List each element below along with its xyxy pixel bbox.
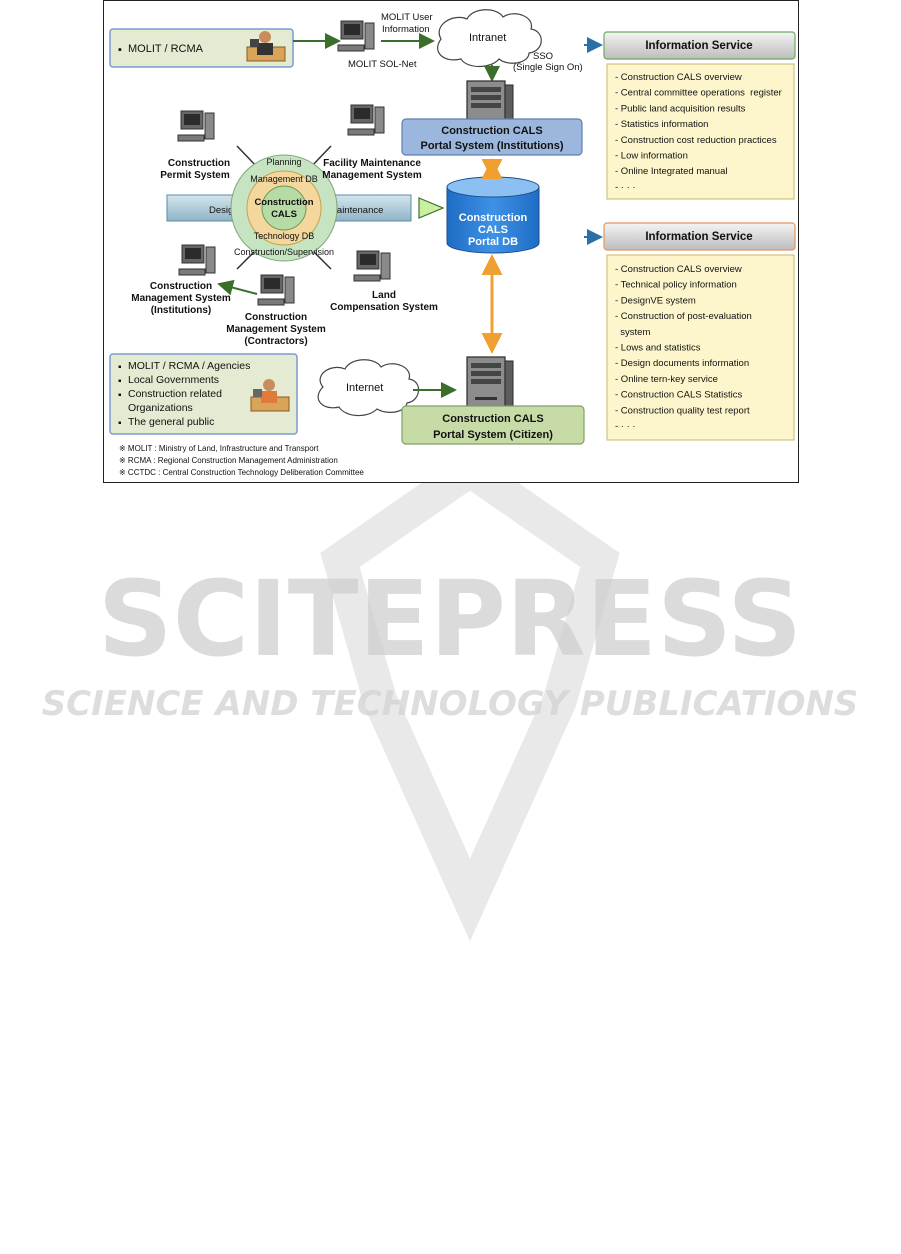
- svg-text:▪: ▪: [118, 44, 122, 56]
- portal-inst-line1: Construction CALS: [441, 125, 542, 137]
- land-line2: Compensation System: [330, 302, 438, 313]
- land-line1: Land: [372, 290, 396, 301]
- planning-label: Planning: [266, 157, 301, 167]
- sso-line2: (Single Sign On): [513, 62, 583, 73]
- watermark-subtitle: SCIENCE AND TECHNOLOGY PUBLICATIONS: [42, 684, 859, 724]
- user-at-desk-icon: [250, 379, 290, 412]
- wheel-center-line2: CALS: [271, 209, 297, 220]
- info2-item: - Construction CALS overview: [615, 264, 742, 275]
- maintenance-label: Maintenance: [329, 205, 383, 216]
- footnote-rcma: ※ RCMA : Regional Construction Managemen…: [119, 456, 338, 465]
- sol-net-label: MOLIT SOL-Net: [348, 59, 417, 70]
- user-info-line2: Information: [382, 24, 430, 35]
- sol-net-computer-icon: [337, 20, 375, 52]
- footnotes: ※ MOLIT : Ministry of Land, Infrastructu…: [119, 444, 364, 477]
- info1-item: - · · ·: [615, 182, 636, 193]
- construction-label: Construction/Supervision: [234, 247, 334, 257]
- cms-contr-computer-icon: [257, 274, 295, 306]
- info2-item: - Construction quality test report: [615, 405, 750, 416]
- db-line1: Construction: [459, 212, 528, 224]
- cms-inst-computer-icon: [178, 244, 216, 276]
- portal-db-cylinder: Construction CALS Portal DB: [446, 176, 540, 254]
- info2-item: - Design documents information: [615, 358, 749, 369]
- info2-item: - Construction of post-evaluation: [615, 311, 752, 322]
- facility-line2: Management System: [322, 170, 422, 181]
- portal-citizen-line1: Construction CALS: [442, 413, 543, 425]
- land-computer-icon: [353, 250, 391, 282]
- info1-item: - Construction CALS overview: [615, 72, 742, 83]
- molit-rcma-label: MOLIT / RCMA: [128, 43, 204, 55]
- info2-list: - Construction CALS overview - Technical …: [615, 264, 752, 432]
- cms-inst-line2: Management System: [131, 293, 231, 304]
- info1-item: - Low information: [615, 151, 688, 162]
- orgs-list: ▪ MOLIT / RCMA / Agencies ▪ Local Governmen…: [118, 360, 250, 429]
- info1-item: - Central committee operations register: [615, 88, 782, 99]
- footnote-molit: ※ MOLIT : Ministry of Land, Infrastructu…: [119, 444, 319, 453]
- info1-item: - Construction cost reduction practices: [615, 135, 777, 146]
- org-item: Organizations: [128, 402, 193, 414]
- facility-line1: Facility Maintenance: [323, 158, 421, 169]
- org-item: MOLIT / RCMA / Agencies: [128, 360, 250, 372]
- contractor-to-inst-arrow: [217, 279, 258, 296]
- watermark-emblem: [320, 449, 620, 942]
- intranet-label: Intranet: [469, 32, 506, 44]
- info1-list: - Construction CALS overview - Central co…: [615, 72, 782, 193]
- cms-contr-line2: Management System: [226, 324, 326, 335]
- facility-computer-icon: [347, 104, 385, 136]
- permit-line2: Permit System: [160, 170, 230, 181]
- cms-inst-line3: (Institutions): [151, 305, 212, 316]
- wheel-center-line1: Construction: [254, 197, 313, 208]
- info2-title: Information Service: [645, 231, 752, 243]
- play-triangle-icon: [418, 197, 445, 219]
- org-item: Local Governments: [128, 374, 219, 386]
- architecture-diagram: ▪ MOLIT / RCMA MOLIT SOL-Net MOLIT User …: [109, 9, 796, 477]
- info1-item: - Online Integrated manual: [615, 166, 727, 177]
- portal-institutions-box: Construction CALS Portal System (Institu…: [401, 118, 583, 156]
- officer-icon: [246, 31, 286, 62]
- permit-line1: Construction: [168, 158, 230, 169]
- intranet-cloud: Intranet: [437, 9, 542, 68]
- info2-item: - Lows and statistics: [615, 343, 701, 354]
- info1-item: - Public land acquisition results: [615, 103, 746, 114]
- org-item: The general public: [128, 416, 214, 428]
- info2-item: - Technical policy information: [615, 280, 737, 291]
- info2-item: - · · ·: [615, 421, 636, 432]
- info2-item: - DesignVE system: [615, 295, 696, 306]
- info2-item: - Construction CALS Statistics: [615, 390, 742, 401]
- cms-contr-line3: (Contractors): [244, 336, 307, 347]
- bullet-icon: ▪: [118, 390, 122, 401]
- user-info-line1: MOLIT User: [381, 12, 433, 23]
- portal-citizen-line2: Portal System (Citizen): [433, 429, 553, 441]
- design-label: Design: [209, 205, 239, 216]
- bullet-icon: ▪: [118, 362, 122, 373]
- bullet-icon: ▪: [118, 418, 122, 429]
- cals-wheel: Planning Management DB Construction CALS…: [230, 154, 338, 262]
- sso-line1: SSO: [533, 51, 553, 62]
- info1-title: Information Service: [645, 40, 752, 52]
- portal-citizen-box: Construction CALS Portal System (Citizen…: [401, 405, 585, 445]
- permit-computer-icon: [177, 110, 215, 142]
- watermark-title: SCITEPRESS: [98, 558, 802, 680]
- info1-item: - Statistics information: [615, 119, 708, 130]
- portal-inst-line2: Portal System (Institutions): [420, 140, 563, 152]
- info2-item: - Online tern-key service: [615, 374, 718, 385]
- cms-contr-line1: Construction: [245, 312, 307, 323]
- molit-rcma-box: ▪ MOLIT / RCMA: [109, 28, 294, 68]
- internet-label: Internet: [346, 382, 383, 394]
- bullet-icon: ▪: [118, 376, 122, 387]
- info2-item: system: [615, 327, 650, 338]
- cms-inst-line1: Construction: [150, 281, 212, 292]
- db-line3: Portal DB: [468, 236, 518, 248]
- db-line2: CALS: [478, 224, 508, 236]
- tech-db-label: Technology DB: [254, 231, 315, 241]
- org-item: Construction related: [128, 388, 222, 400]
- footnote-cctdc: ※ CCTDC : Central Construction Technolog…: [119, 468, 364, 477]
- mgmt-db-label: Management DB: [250, 174, 318, 184]
- citizen-orgs-box: ▪ MOLIT / RCMA / Agencies ▪ Local Governmen…: [109, 353, 298, 435]
- info-service-1: Information Service - Construction CALS …: [603, 31, 796, 200]
- info-service-2: Information Service - Construction CALS …: [603, 222, 796, 441]
- figure-frame: ▪ MOLIT / RCMA MOLIT SOL-Net MOLIT User …: [103, 0, 799, 483]
